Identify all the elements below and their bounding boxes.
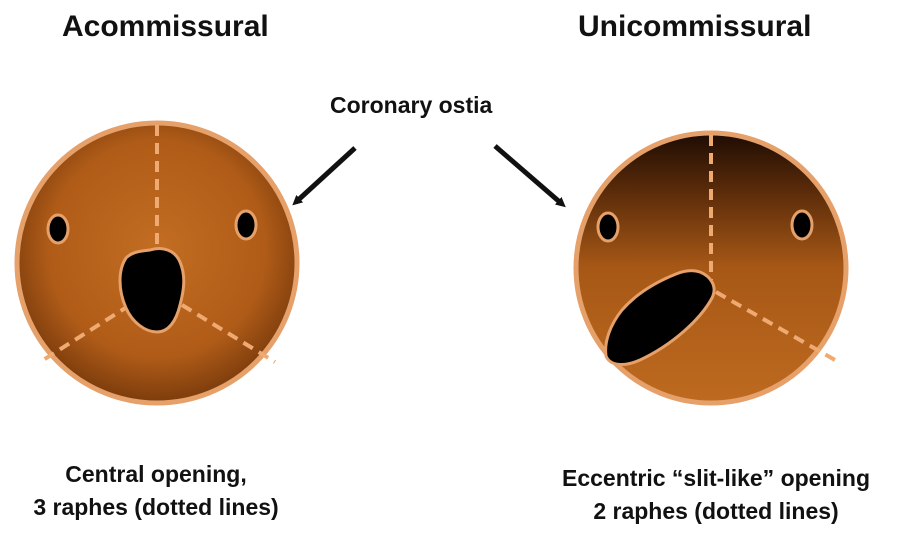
left-coronary-ostium-right xyxy=(236,211,256,239)
left-coronary-ostium-left xyxy=(48,215,68,243)
acommissural-caption-line2: 3 raphes (dotted lines) xyxy=(0,491,312,524)
acommissural-caption-line1: Central opening, xyxy=(0,458,312,491)
acommissural-valve xyxy=(17,123,297,403)
unicommissural-caption-line2: 2 raphes (dotted lines) xyxy=(530,495,902,528)
right-coronary-ostium-left xyxy=(598,213,618,241)
unicommissural-caption: Eccentric “slit-like” opening 2 raphes (… xyxy=(530,462,902,528)
unicommissural-caption-line1: Eccentric “slit-like” opening xyxy=(530,462,902,495)
unicommissural-valve xyxy=(576,133,846,403)
acommissural-caption: Central opening, 3 raphes (dotted lines) xyxy=(0,458,312,524)
arrow-to-right-ostium xyxy=(495,146,562,204)
arrow-to-left-ostium xyxy=(296,148,355,202)
right-coronary-ostium-right xyxy=(792,211,812,239)
